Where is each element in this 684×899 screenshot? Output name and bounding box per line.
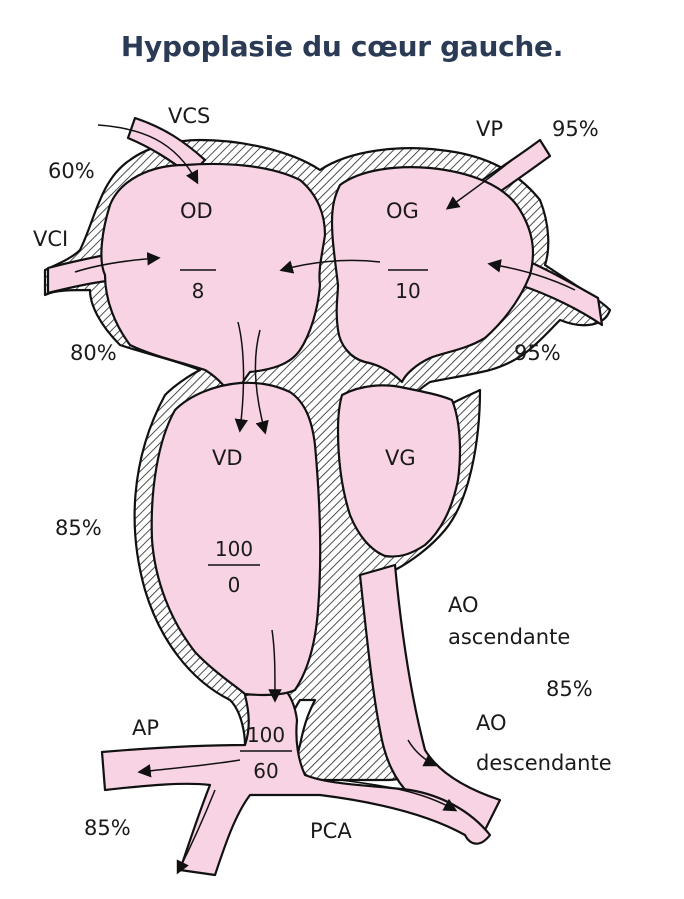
sat-vd: 85% <box>55 516 102 540</box>
label-vg: VG <box>385 446 416 470</box>
arrow-og-od <box>279 259 381 274</box>
pressure-vd-num: 100 <box>215 537 253 561</box>
label-pca: PCA <box>310 819 352 843</box>
label-ao-desc-2: descendante <box>476 751 612 775</box>
pressure-og-den: 10 <box>395 279 420 303</box>
label-vp: VP <box>476 117 503 141</box>
pressure-vd-den: 0 <box>228 573 241 597</box>
arrow-vp-bottom <box>487 259 576 291</box>
sat-vp-bottom: 95% <box>514 341 561 365</box>
pressure-ap-num: 100 <box>247 723 285 747</box>
label-vci: VCI <box>33 227 68 251</box>
sat-ao: 85% <box>546 677 593 701</box>
sat-ap: 85% <box>84 816 131 840</box>
label-ap: AP <box>132 716 159 740</box>
og-chamber <box>330 166 535 384</box>
pressure-ap: 100 60 <box>240 723 292 783</box>
vp-bottom-vessel <box>518 260 604 327</box>
label-ao-asc-2: ascendante <box>448 625 570 649</box>
sat-vcs: 60% <box>48 159 95 183</box>
arrow-od-vd-1 <box>234 321 249 433</box>
arrow-od-vd-2 <box>254 329 269 435</box>
sat-vp-top: 95% <box>552 117 599 141</box>
arrow-desc-ao <box>339 779 458 812</box>
arrow-ap-left <box>137 759 241 778</box>
label-vcs: VCS <box>168 104 210 128</box>
sat-vci: 80% <box>70 341 117 365</box>
arrow-vci <box>74 252 161 273</box>
chambers <box>100 162 535 697</box>
arrow-vd-ap <box>268 629 282 703</box>
diagram-title: Hypoplasie du cœur gauche. <box>120 30 564 63</box>
arrow-arch <box>407 739 438 767</box>
label-vd: VD <box>212 446 243 470</box>
pressure-vd: 100 0 <box>208 537 260 597</box>
pressure-od-den: 8 <box>192 279 205 303</box>
od-chamber <box>100 162 327 402</box>
pressure-og: 10 <box>388 269 428 303</box>
vg-chamber <box>336 384 462 558</box>
arrow-vcs <box>97 124 199 185</box>
pressure-od: 8 <box>180 269 216 303</box>
pressure-ap-den: 60 <box>253 759 278 783</box>
arrow-vp-top <box>445 159 513 210</box>
label-od: OD <box>180 199 213 223</box>
flow-arrows <box>74 124 576 875</box>
arrow-ap-down <box>176 789 216 875</box>
vd-chamber <box>150 381 322 697</box>
label-ao-asc-1: AO <box>448 593 479 617</box>
label-og: OG <box>386 199 419 223</box>
label-ao-desc-1: AO <box>476 711 507 735</box>
